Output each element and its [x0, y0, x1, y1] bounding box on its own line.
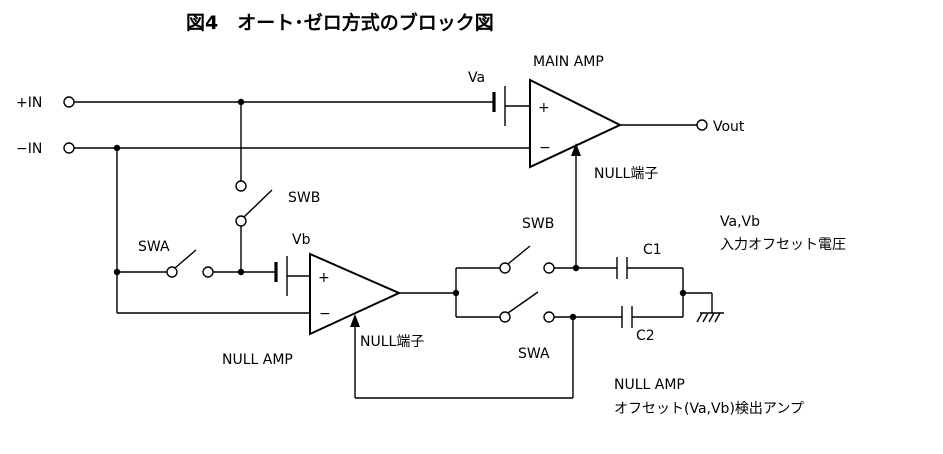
vb-node-junction	[237, 268, 245, 276]
null-amp-label: NULL AMP	[222, 352, 293, 368]
null-amp-null-arrow	[350, 314, 360, 327]
vb-label: Vb	[292, 232, 311, 248]
main-null-junction	[572, 264, 580, 272]
vout-label: Vout	[713, 119, 745, 135]
c1-label: C1	[643, 242, 662, 258]
null-amp-plus-sign: +	[318, 270, 330, 286]
c2-label: C2	[636, 328, 655, 344]
swb-right-contact-a	[499, 262, 511, 274]
offset-note-line1: Va,Vb	[720, 214, 760, 230]
offset-note-line2: 入力オフセット電圧	[720, 237, 846, 253]
va-label: Va	[468, 70, 485, 86]
swa-left-contact-b	[202, 266, 214, 278]
diagram-title: 図4 オート･ゼロ方式のブロック図	[186, 11, 494, 34]
swa-left-label: SWA	[138, 239, 170, 255]
swa-right-label: SWA	[518, 346, 550, 362]
null-amp-triangle	[309, 252, 402, 336]
main-amp-label: MAIN AMP	[533, 54, 604, 70]
minus-in-terminal	[63, 142, 75, 154]
minus-in-label: −IN	[16, 141, 42, 157]
swa-right-contact-a	[499, 311, 511, 323]
null-note-line1: NULL AMP	[614, 377, 685, 393]
swb-right-blade	[507, 245, 531, 265]
swb-left-top-contact	[235, 180, 247, 192]
swb-left-blade	[243, 189, 273, 218]
null-amp-null-label: NULL端子	[360, 334, 424, 350]
main-amp-minus-sign: −	[539, 140, 551, 156]
main-null-label: NULL端子	[594, 166, 658, 182]
swb-right-label: SWB	[522, 216, 554, 232]
swa-right-blade	[507, 291, 539, 314]
main-amp-plus-sign: +	[538, 100, 550, 116]
swb-left-label: SWB	[288, 190, 320, 206]
swb-right-contact-b	[543, 262, 555, 274]
vout-terminal	[696, 119, 708, 131]
ground-icon	[696, 312, 724, 323]
null-amp-minus-sign: −	[319, 306, 331, 322]
null-note-line2: オフセット(Va,Vb)検出アンプ	[614, 401, 804, 417]
main-null-arrow	[571, 143, 581, 156]
plus-in-terminal	[63, 96, 75, 108]
swb-left-bottom-contact	[235, 215, 247, 227]
swa-left-blade	[174, 249, 197, 269]
swa-right-contact-b	[543, 311, 555, 323]
swa-left-contact-a	[166, 266, 178, 278]
plus-in-label: +IN	[16, 95, 42, 111]
